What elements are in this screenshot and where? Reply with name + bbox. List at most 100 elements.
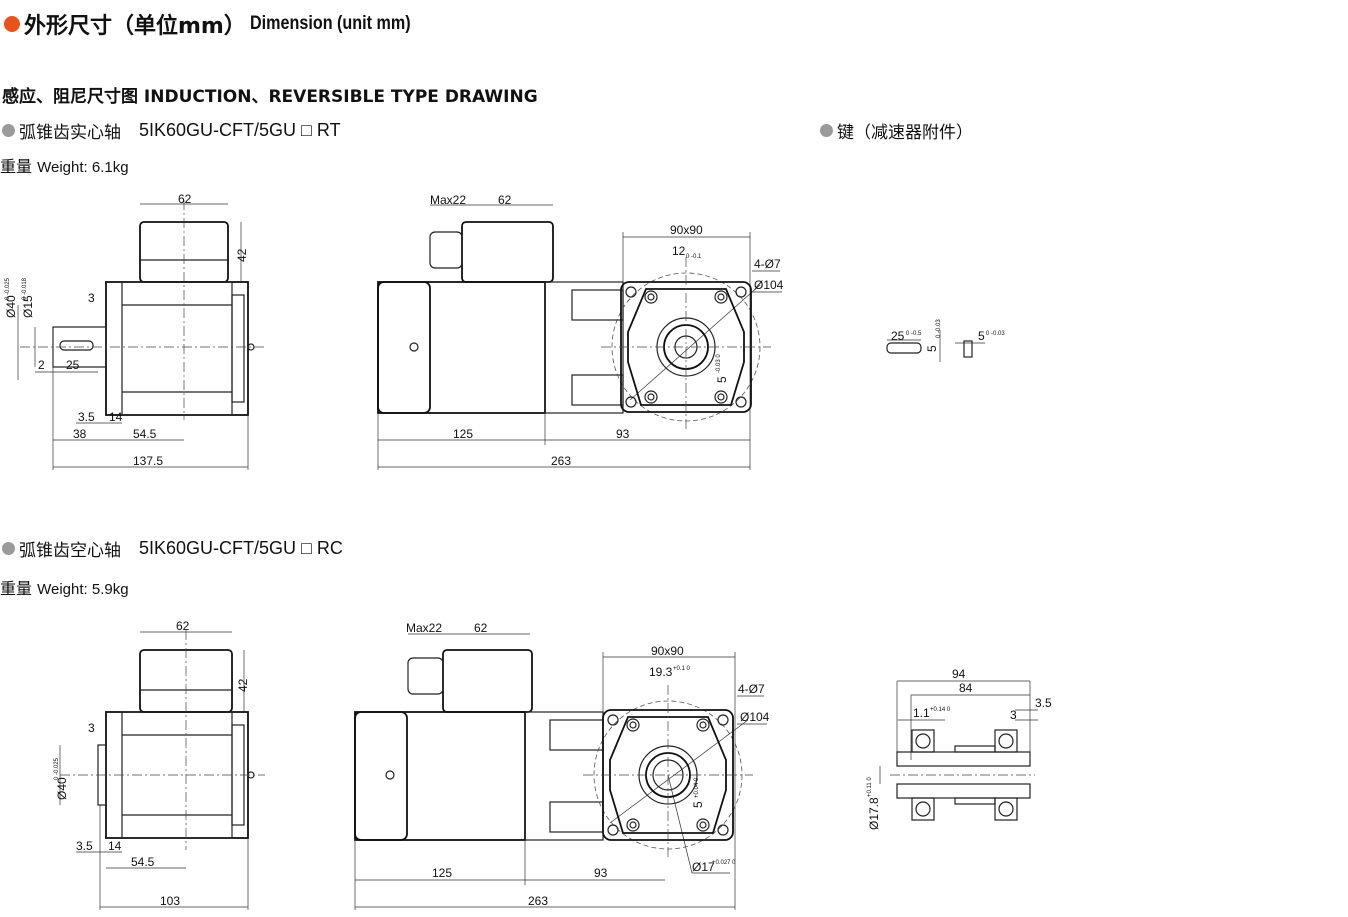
screw-boss bbox=[714, 390, 728, 404]
dim-d15-tol: 0 -0.018 bbox=[22, 277, 28, 300]
dim-d40-tol: 0 -0.025 bbox=[5, 277, 11, 300]
dim-4-holes: 4-Ø7 bbox=[738, 682, 765, 696]
dim-25: 25 bbox=[66, 358, 80, 372]
cable-gland bbox=[407, 657, 444, 695]
dim-1-1: 1.1 bbox=[913, 706, 930, 720]
mounting-hole bbox=[735, 286, 747, 298]
dim-5b: 5 bbox=[978, 329, 985, 343]
solid-shaft-label: 弧锥齿实心轴 bbox=[19, 123, 121, 143]
dim-62: 62 bbox=[178, 192, 192, 206]
gearbox bbox=[524, 711, 604, 841]
shaft-wall-top bbox=[896, 751, 1031, 767]
mounting-hole bbox=[717, 714, 729, 726]
dim-5-tol: -0.03 0 bbox=[716, 354, 722, 373]
key-label: 键（减速器附件） bbox=[837, 123, 973, 143]
mounting-hole bbox=[717, 824, 729, 836]
dim-42: 42 bbox=[236, 678, 250, 692]
shaft-wall-bottom bbox=[896, 783, 1031, 799]
dim-19-3: 19.3 bbox=[649, 665, 673, 679]
weight-value: Weight: 5.9kg bbox=[37, 581, 129, 598]
hollow-shaft-label: 弧锥齿空心轴 bbox=[19, 541, 121, 561]
dim-90x90: 90x90 bbox=[651, 644, 684, 658]
mounting-hole bbox=[625, 396, 637, 408]
dim-3-5: 3.5 bbox=[78, 410, 95, 424]
mounting-hole bbox=[607, 824, 619, 836]
hollow-shaft-heading: 弧锥齿空心轴 5IK60GU-CFT/5GU □ RC bbox=[2, 536, 343, 561]
dim-3: 3 bbox=[88, 291, 95, 305]
hollow-shaft-section: 94 84 1.1 +0.14 0 3 3.5 Ø17.8 +0.11 0 bbox=[867, 667, 1052, 830]
hollow-top-view: Max22 62 125 93 263 90x90 19.3 +0.1 0 4-… bbox=[354, 621, 770, 910]
dim-263: 263 bbox=[551, 454, 571, 468]
dim-5: 5 bbox=[925, 345, 939, 352]
dim-5b-tol: 0 -0.03 bbox=[986, 331, 1005, 337]
dim-54-5: 54.5 bbox=[133, 427, 157, 441]
dim-d17-tol: +0.027 0 bbox=[712, 860, 736, 866]
dim-3: 3 bbox=[88, 721, 95, 735]
dim-54-5: 54.5 bbox=[131, 855, 155, 869]
motor-fan-cover bbox=[354, 711, 408, 841]
screw bbox=[647, 293, 655, 301]
screw bbox=[717, 293, 725, 301]
dim-62: 62 bbox=[498, 193, 512, 207]
terminal-box bbox=[442, 649, 533, 713]
dim-d17-8: Ø17.8 bbox=[867, 797, 881, 830]
dim-max22: Max22 bbox=[406, 621, 442, 635]
key-side bbox=[886, 342, 922, 354]
dim-3: 3 bbox=[1010, 708, 1017, 722]
dim-d40: Ø40 bbox=[55, 777, 69, 800]
weight-label: 重量 bbox=[0, 579, 33, 598]
motor-body bbox=[105, 281, 249, 416]
dim-12: 12 bbox=[672, 244, 686, 258]
dim-5: 5 bbox=[715, 376, 729, 383]
section-title: 感应、阻尼尺寸图 INDUCTION、REVERSIBLE TYPE DRAWI… bbox=[2, 87, 538, 107]
title-en: Dimension (unit mm) bbox=[249, 13, 411, 34]
screw bbox=[629, 721, 637, 729]
bullet-icon bbox=[2, 124, 15, 137]
solid-shaft-heading: 弧锥齿实心轴 5IK60GU-CFT/5GU □ RT bbox=[2, 118, 341, 143]
hollow-side-view: 62 42 3 Ø40 0 -0.025 3.5 14 54.5 103 bbox=[54, 619, 265, 910]
dim-d17: Ø17 bbox=[692, 860, 715, 874]
dim-3-5: 3.5 bbox=[76, 839, 93, 853]
bullet-icon bbox=[820, 124, 833, 137]
screw-boss bbox=[626, 718, 640, 732]
dim-94: 94 bbox=[952, 667, 966, 681]
screw bbox=[647, 393, 655, 401]
dim-1-1-tol: +0.14 0 bbox=[930, 707, 951, 713]
dim-103: 103 bbox=[160, 894, 180, 908]
screw-boss bbox=[696, 818, 710, 832]
dim-93: 93 bbox=[594, 866, 608, 880]
dim-93: 93 bbox=[616, 427, 630, 441]
dim-4-holes: 4-Ø7 bbox=[754, 257, 781, 271]
dim-90x90: 90x90 bbox=[670, 223, 703, 237]
weight-value: Weight: 6.1kg bbox=[37, 159, 129, 176]
hollow-weight: 重量 Weight: 5.9kg bbox=[0, 575, 129, 599]
dim-19-3-tol: +0.1 0 bbox=[673, 666, 691, 672]
dim-62: 62 bbox=[474, 621, 488, 635]
cable-gland bbox=[429, 231, 463, 269]
dim-14: 14 bbox=[108, 839, 122, 853]
gear-housing-outline bbox=[627, 288, 745, 406]
dim-38: 38 bbox=[73, 427, 87, 441]
dim-3-5: 3.5 bbox=[1035, 696, 1052, 710]
solid-weight: 重量 Weight: 6.1kg bbox=[0, 153, 129, 177]
mounting-hole bbox=[607, 714, 619, 726]
solid-top-view: Max22 62 125 93 263 90x90 12 0 -0.1 4-Ø7… bbox=[377, 193, 784, 470]
motor-fan-cover bbox=[377, 281, 431, 414]
solid-side-view: 62 42 Ø40 0 -0.025 Ø15 0 -0.018 3 2 25 3… bbox=[4, 192, 265, 470]
dim-d40: Ø40 bbox=[4, 295, 18, 318]
bullet-icon bbox=[4, 16, 20, 32]
hollow-shaft-model: 5IK60GU-CFT/5GU □ RC bbox=[139, 538, 343, 558]
dim-d15: Ø15 bbox=[21, 295, 35, 318]
mounting-hole bbox=[735, 396, 747, 408]
dim-125: 125 bbox=[432, 866, 452, 880]
screw-boss bbox=[626, 818, 640, 832]
dim-62: 62 bbox=[176, 619, 190, 633]
dim-84: 84 bbox=[959, 681, 973, 695]
gearbox bbox=[544, 281, 624, 414]
dim-25: 25 bbox=[891, 329, 905, 343]
screw bbox=[699, 721, 707, 729]
screw bbox=[629, 821, 637, 829]
dim-137-5: 137.5 bbox=[133, 454, 163, 468]
dim-2: 2 bbox=[38, 358, 45, 372]
dim-d17-8-tol: +0.11 0 bbox=[867, 777, 873, 797]
